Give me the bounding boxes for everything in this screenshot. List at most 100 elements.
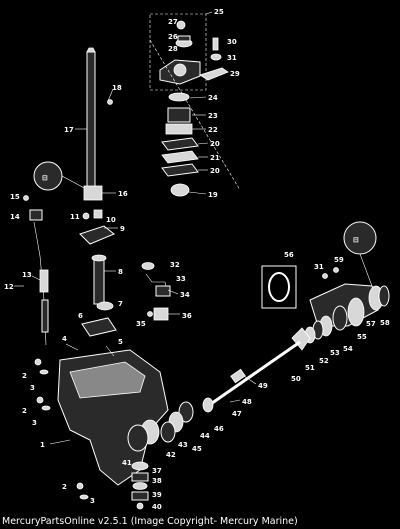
washer-41 [131, 461, 149, 471]
callout-15: 15 [10, 193, 20, 201]
washer-3c [79, 494, 89, 500]
callout-50: 50 [291, 375, 301, 383]
callout-46: 46 [214, 425, 224, 433]
plate-21 [161, 150, 199, 164]
callout-42: 42 [166, 451, 176, 459]
leader-detail-right [359, 253, 373, 287]
callout-48: 48 [242, 398, 252, 406]
callout-33: 33 [176, 275, 186, 283]
callout-41: 41 [122, 459, 132, 467]
impeller-22 [165, 123, 193, 135]
callout-1: 1 [40, 441, 45, 449]
bearing-55 [347, 297, 365, 327]
callout-10: 10 [106, 216, 116, 224]
callout-49: 49 [258, 382, 268, 390]
callout-11: 11 [70, 213, 80, 221]
pin-18 [107, 99, 113, 105]
o-ring-54 [332, 305, 348, 331]
callout-44: 44 [200, 432, 210, 440]
callout-20a: 20 [210, 140, 220, 148]
callout-20b: 20 [210, 167, 220, 175]
leader-24 [189, 96, 207, 99]
detail-circle-right [343, 221, 377, 255]
callout-54: 54 [343, 345, 353, 353]
callout-59: 59 [334, 256, 344, 264]
callout-17: 17 [64, 126, 74, 134]
callout-36: 36 [182, 312, 192, 320]
leader-19 [188, 191, 207, 195]
callout-3b: 3 [32, 419, 37, 427]
gasket-20b [161, 163, 199, 177]
callout-3a: 3 [30, 384, 35, 392]
fitting-34 [155, 285, 171, 297]
water-pump-box [149, 13, 207, 91]
callout-7: 7 [118, 300, 123, 308]
grommet-32 [141, 262, 155, 270]
callout-52: 52 [319, 357, 329, 365]
callout-19: 19 [208, 191, 218, 199]
screw-40 [136, 502, 144, 510]
washer-11 [82, 212, 90, 220]
callout-18: 18 [112, 84, 122, 92]
screw-2c [76, 482, 84, 490]
washer-31 [210, 53, 222, 61]
callout-55: 55 [357, 333, 367, 341]
screw-59 [333, 267, 339, 273]
washer-38 [132, 482, 148, 490]
bearing-16 [83, 185, 103, 201]
detail-circle-right-glyph: ⊟ [353, 236, 359, 244]
impeller-23 [167, 107, 191, 123]
washer-3b [41, 405, 51, 411]
callout-31a: 31 [227, 54, 237, 62]
callout-30: 30 [227, 38, 237, 46]
pin-5 [105, 345, 115, 357]
leader-20a [197, 142, 209, 145]
part-39 [131, 491, 149, 501]
leader-lines [14, 88, 257, 445]
gasket-20a [161, 137, 199, 151]
shift-rod-lower [41, 299, 49, 333]
callout-8: 8 [118, 268, 123, 276]
detail-circle-upper [33, 161, 63, 191]
callout-38: 38 [152, 477, 162, 485]
pin-4 [65, 343, 79, 351]
callout-16: 16 [118, 190, 128, 198]
screw-35 [147, 311, 153, 317]
callout-40: 40 [152, 503, 162, 511]
leader-18 [107, 88, 114, 102]
drive-shaft-17 [86, 51, 96, 193]
shift-rod-coupler [39, 269, 49, 293]
callout-21: 21 [210, 154, 220, 162]
part-37 [131, 472, 149, 482]
callout-5: 5 [118, 338, 123, 346]
callout-26: 26 [168, 33, 178, 41]
water-pump-box-group [149, 11, 213, 91]
bracket-14 [29, 209, 43, 221]
o-ring-56 [268, 272, 290, 302]
callout-28: 28 [168, 45, 178, 53]
washer-3a [39, 369, 49, 375]
callout-31b: 31 [314, 263, 324, 271]
callout-25: 25 [214, 8, 224, 16]
callout-39: 39 [152, 491, 162, 499]
clutch-48 [230, 368, 246, 384]
callout-32: 32 [170, 261, 180, 269]
callout-56: 56 [284, 251, 294, 259]
washer-24 [168, 92, 190, 102]
callout-14: 14 [10, 213, 20, 221]
callout-34: 34 [180, 291, 190, 299]
callout-57: 57 [366, 320, 376, 328]
leader-49 [243, 375, 257, 385]
callout-37: 37 [152, 467, 162, 475]
leader-34 [167, 289, 179, 295]
callout-35: 35 [136, 320, 146, 328]
seal-19 [170, 183, 190, 197]
leader-13 [31, 275, 41, 281]
callout-2b: 2 [22, 407, 27, 415]
housing-9 [79, 225, 115, 245]
callout-22: 22 [208, 126, 218, 134]
pin-47 [202, 397, 214, 413]
